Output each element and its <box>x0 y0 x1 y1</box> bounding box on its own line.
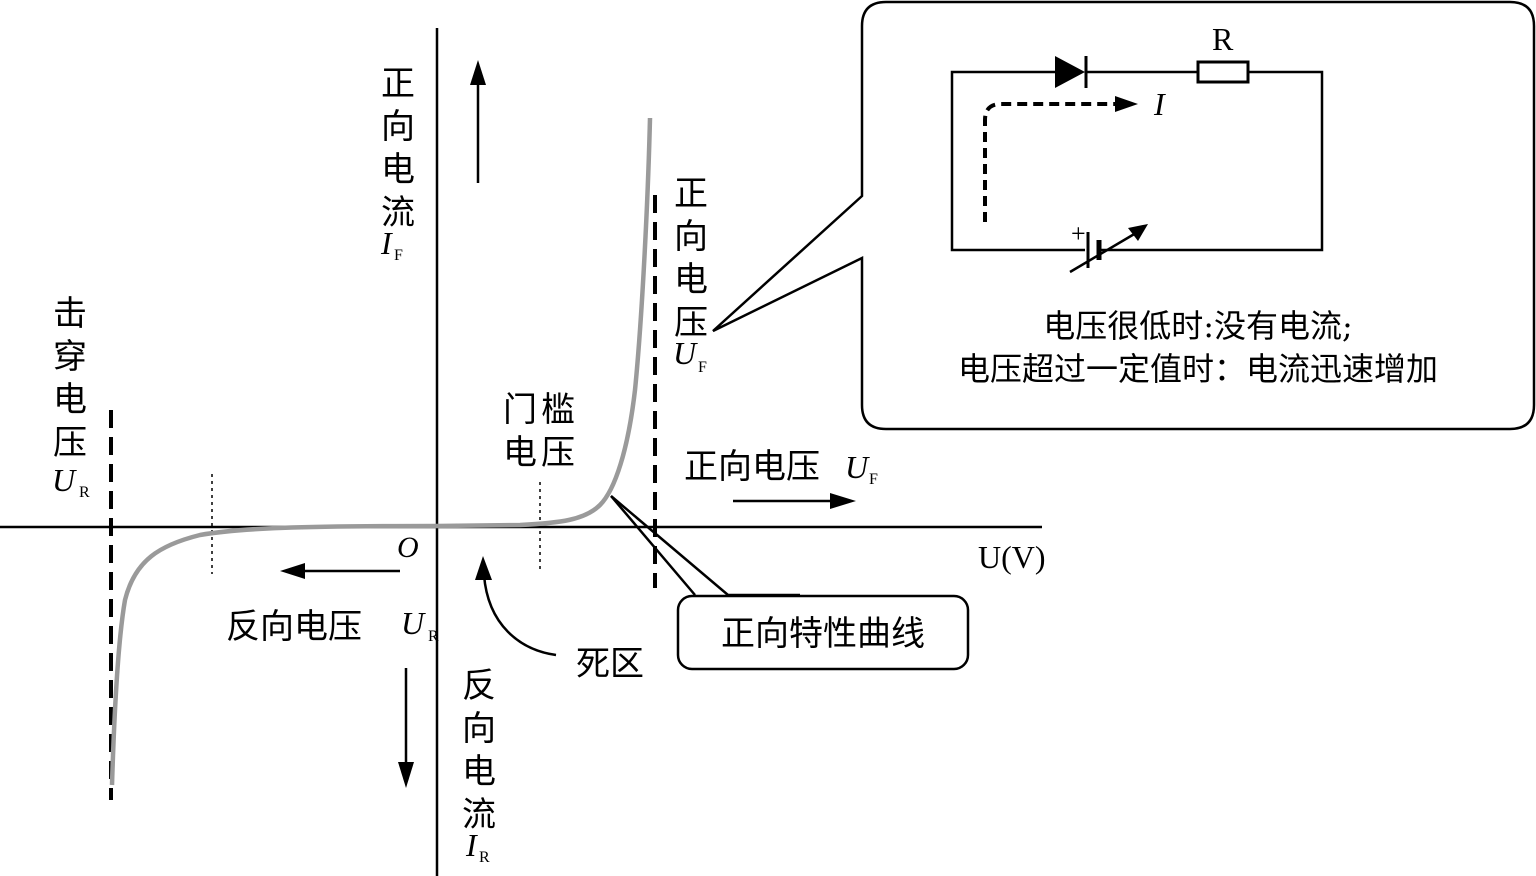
svg-text:向: 向 <box>462 709 496 749</box>
current-path-arrow <box>983 96 1138 222</box>
threshold-voltage-label: 门 槛 电 压 <box>503 390 575 473</box>
current-label: I <box>1153 86 1166 122</box>
svg-text:F: F <box>869 471 878 488</box>
svg-text:I: I <box>380 225 393 261</box>
x-axis-label: U(V) <box>978 539 1046 575</box>
reverse-voltage-arrow <box>280 563 400 579</box>
svg-text:U: U <box>673 335 698 371</box>
diode-icon <box>1055 56 1088 88</box>
circuit-inset: R + I 电压很低时:没有电流; 电压超过一定值时：电流迅速增加 <box>712 0 1536 431</box>
inset-caption-line2: 电压超过一定值时：电流迅速增加 <box>958 350 1438 388</box>
svg-text:U: U <box>845 449 870 485</box>
reverse-current-label: 反 向 电 流 I R <box>462 666 496 866</box>
svg-text:压: 压 <box>674 303 708 343</box>
forward-current-label: 正 向 电 流 I F <box>380 64 415 264</box>
svg-text:电: 电 <box>674 260 708 300</box>
svg-text:向: 向 <box>674 217 708 257</box>
svg-text:反向电压: 反向电压 <box>226 607 362 647</box>
svg-text:正: 正 <box>674 174 708 214</box>
circuit-wire <box>950 70 1085 252</box>
svg-text:压: 压 <box>53 423 87 463</box>
svg-text:U: U <box>52 462 77 498</box>
reverse-voltage-label: 反向电压 U R <box>226 605 439 647</box>
svg-text:压: 压 <box>541 433 575 473</box>
forward-voltage-arrow <box>733 493 856 509</box>
svg-text:正: 正 <box>381 64 415 104</box>
svg-text:R: R <box>79 484 90 501</box>
dead-zone-callout: 死区 <box>475 556 644 684</box>
resistor-label: R <box>1212 21 1234 57</box>
iv-characteristic-curve <box>109 117 653 786</box>
svg-text:R: R <box>428 628 439 645</box>
forward-voltage-marker-label: 正 向 电 压 U F <box>673 174 708 376</box>
origin-label: O <box>397 531 419 564</box>
svg-text:穿: 穿 <box>53 337 87 377</box>
svg-text:F: F <box>394 247 403 264</box>
forward-curve-callout: 正向特性曲线 <box>610 495 970 671</box>
svg-text:电: 电 <box>381 150 415 190</box>
reverse-current-arrow <box>398 668 414 788</box>
svg-text:击: 击 <box>53 294 87 334</box>
svg-text:正向电压: 正向电压 <box>684 447 820 487</box>
svg-text:反: 反 <box>462 666 496 706</box>
svg-text:死区: 死区 <box>576 644 644 684</box>
svg-text:正向特性曲线: 正向特性曲线 <box>721 614 925 654</box>
resistor-icon <box>1196 60 1250 84</box>
forward-voltage-label: 正向电压 U F <box>684 447 878 488</box>
svg-text:槛: 槛 <box>541 390 575 430</box>
svg-text:电: 电 <box>462 752 496 792</box>
svg-text:门: 门 <box>503 390 537 430</box>
inset-caption-line1: 电压很低时:没有电流; <box>1043 307 1353 345</box>
svg-text:流: 流 <box>462 795 496 835</box>
variable-battery-icon <box>1069 224 1148 274</box>
svg-text:F: F <box>698 359 707 376</box>
breakdown-voltage-label: 击 穿 电 压 U R <box>52 294 90 501</box>
circuit-wire <box>1100 70 1324 252</box>
svg-text:电: 电 <box>53 380 87 420</box>
svg-text:流: 流 <box>381 193 415 233</box>
svg-text:U: U <box>401 605 426 641</box>
svg-text:I: I <box>465 827 478 863</box>
svg-text:电: 电 <box>503 433 537 473</box>
battery-plus-label: + <box>1071 219 1086 248</box>
forward-current-arrow <box>470 60 486 183</box>
svg-text:向: 向 <box>381 107 415 147</box>
svg-text:R: R <box>479 849 490 866</box>
